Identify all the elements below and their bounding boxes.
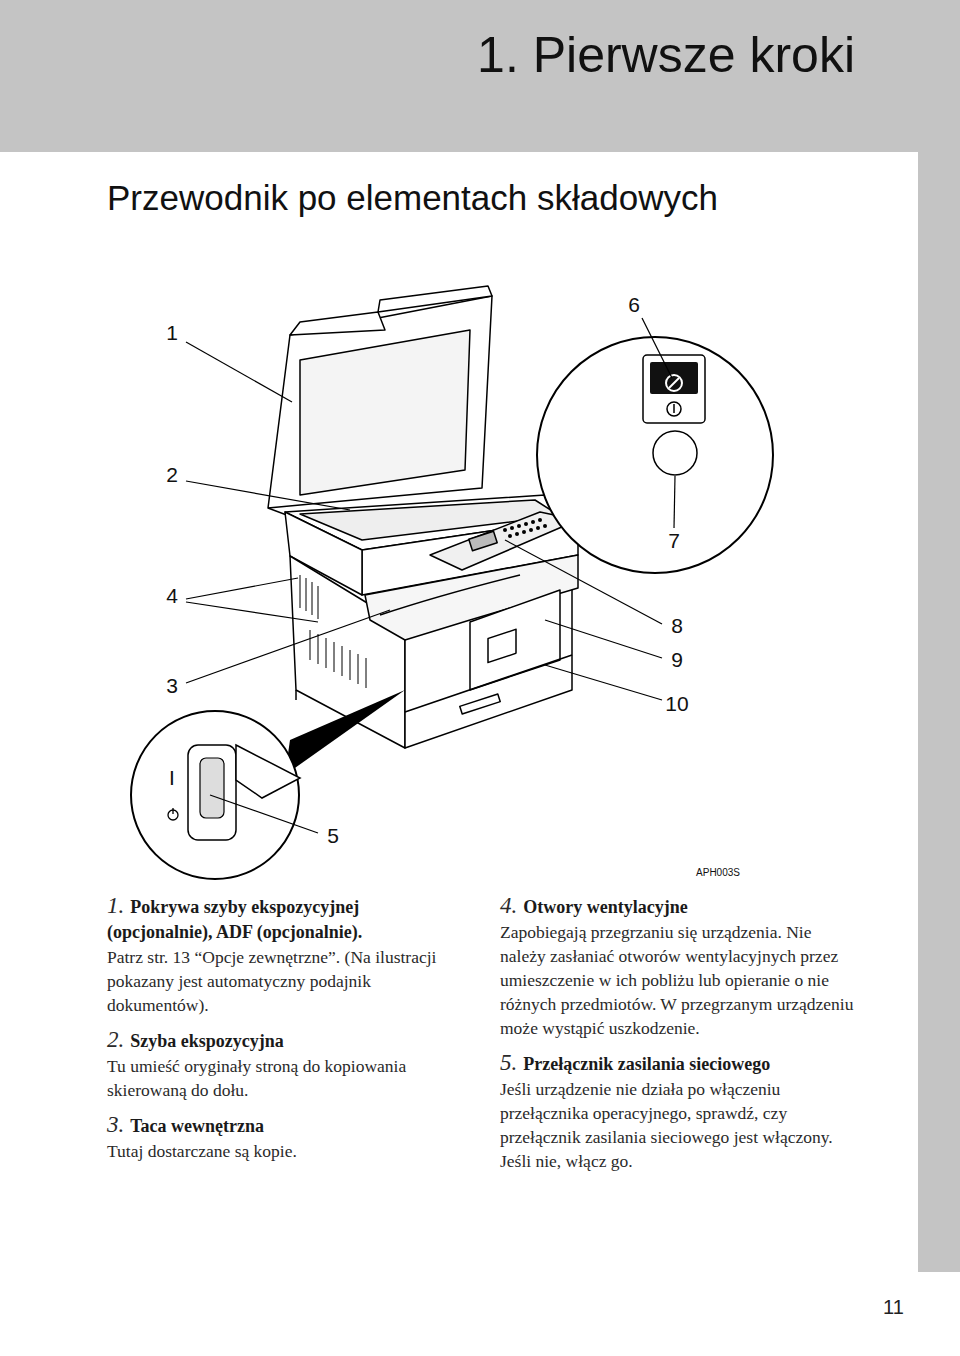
callout-number: 9	[669, 648, 685, 672]
item-heading-line: 3. Taca wewnętrzna	[107, 1112, 447, 1139]
item-body: Zapobiegają przegrzaniu się urządzenia. …	[500, 920, 858, 1040]
callout-number: 1	[164, 321, 180, 345]
callout-number: 6	[626, 293, 642, 317]
callout-number: I	[167, 766, 177, 790]
page-number: 11	[883, 1296, 904, 1319]
callout-number: 2	[164, 463, 180, 487]
description-item: 4. Otwory wentylacyjneZapobiegają przegrz…	[500, 893, 858, 1040]
item-body: Patrz str. 13 “Opcje zewnętrzne”. (Na il…	[107, 945, 447, 1017]
side-strip	[918, 152, 960, 1272]
item-number: 5.	[500, 1050, 517, 1075]
text-column: 1.Pokrywa szyby ekspozycyjnej (opcjonaln…	[107, 893, 447, 1173]
callout-number: 5	[325, 824, 341, 848]
item-number: 3.	[107, 1112, 124, 1137]
callout-number: 7	[666, 529, 682, 553]
callout-number: 8	[669, 614, 685, 638]
item-body: Tu umieść oryginały stroną do kopiowania…	[107, 1054, 447, 1102]
header-band: 1. Pierwsze kroki	[0, 0, 960, 152]
description-item: 2. Szyba ekspozycyjna Tu umieść oryginały …	[107, 1027, 447, 1102]
item-heading: Otwory wentylacyjne	[523, 897, 687, 917]
callout-number: 10	[663, 692, 690, 716]
description-item: 5. Przełącznik zasilania sieciowegoJeśli …	[500, 1050, 858, 1173]
item-heading-line: 5. Przełącznik zasilania sieciowego	[500, 1050, 858, 1077]
item-heading: Pokrywa szyby ekspozycyjnej (opcjonalnie…	[107, 897, 362, 942]
figure-code: APH003S	[694, 867, 742, 878]
page-title: Przewodnik po elementach składowych	[107, 178, 718, 218]
description-item: 1.Pokrywa szyby ekspozycyjnej (opcjonaln…	[107, 893, 447, 1017]
item-heading: Taca wewnętrzna	[130, 1116, 264, 1136]
item-heading-line: 4. Otwory wentylacyjne	[500, 893, 858, 920]
item-heading-line: 2. Szyba ekspozycyjna	[107, 1027, 447, 1054]
text-column: 4. Otwory wentylacyjneZapobiegają przegrz…	[500, 893, 858, 1183]
callout-number: 3	[164, 674, 180, 698]
item-number: 2.	[107, 1027, 124, 1052]
item-body: Jeśli urządzenie nie działa po włączeniu…	[500, 1077, 858, 1173]
description-item: 3. Taca wewnętrznaTutaj dostarczane są ko…	[107, 1112, 447, 1163]
chapter-heading: 1. Pierwsze kroki	[477, 26, 855, 84]
callout-number: 4	[164, 584, 180, 608]
item-body: Tutaj dostarczane są kopie.	[107, 1139, 447, 1163]
item-heading-line: 1.Pokrywa szyby ekspozycyjnej (opcjonaln…	[107, 893, 447, 945]
item-heading: Szyba ekspozycyjna	[130, 1031, 284, 1051]
item-heading: Przełącznik zasilania sieciowego	[523, 1054, 770, 1074]
item-number: 1.	[107, 893, 124, 918]
item-number: 4.	[500, 893, 517, 918]
